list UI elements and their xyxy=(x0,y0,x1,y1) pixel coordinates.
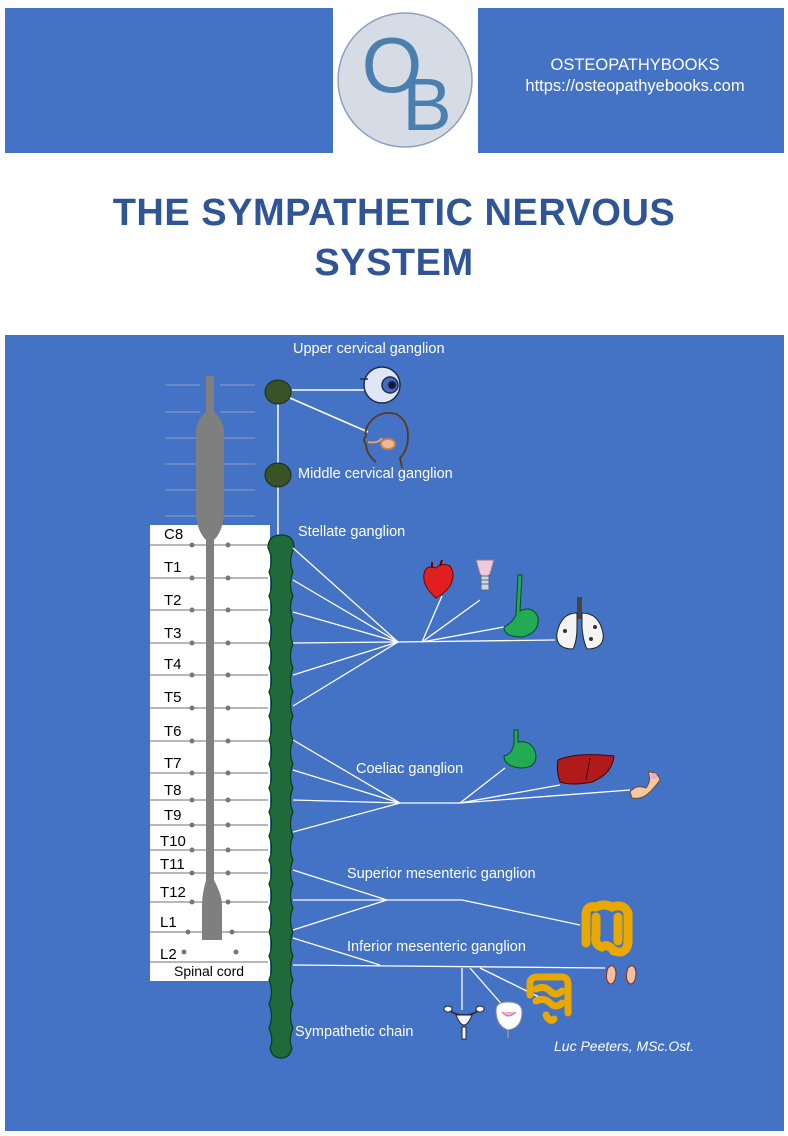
ganglion-connectors xyxy=(277,389,369,537)
head-icon xyxy=(363,411,409,469)
segment-label: L2 xyxy=(160,946,177,963)
segment-label: T7 xyxy=(164,755,182,772)
kidneys-icon xyxy=(605,965,637,985)
spinal-cord-shape xyxy=(196,376,224,940)
segment-label: L1 xyxy=(160,914,177,931)
bladder-icon xyxy=(495,1001,523,1038)
middle-cervical-ganglion xyxy=(264,462,292,488)
esophagus-stomach-icon xyxy=(503,574,539,638)
segment-label: T9 xyxy=(164,807,182,824)
title-line-1: THE SYMPATHETIC NERVOUS xyxy=(112,192,676,234)
segment-label: T5 xyxy=(164,689,182,706)
segment-label: T3 xyxy=(164,625,182,642)
pancreas-icon xyxy=(629,771,661,799)
diagram-panel xyxy=(5,335,784,1131)
segment-label: C8 xyxy=(164,526,184,543)
label-superior-mesenteric: Superior mesenteric ganglion xyxy=(347,866,536,882)
segment-label: T6 xyxy=(164,723,182,740)
title-line-2: SYSTEM xyxy=(314,242,474,284)
label-upper-cervical: Upper cervical ganglion xyxy=(293,341,445,357)
brand-block: OSTEOPATHYBOOKS https://osteopathyebooks… xyxy=(505,55,765,97)
lungs-icon xyxy=(556,597,604,650)
logo-ob-icon: O B xyxy=(337,12,473,148)
eye-icon xyxy=(360,366,401,404)
label-spinal-cord: Spinal cord xyxy=(174,963,245,979)
upper-cervical-ganglion xyxy=(264,379,292,405)
label-inferior-mesenteric: Inferior mesenteric ganglion xyxy=(347,939,526,955)
segment-label: T8 xyxy=(164,782,182,799)
root-dots xyxy=(181,542,239,955)
logo-o-letter: O xyxy=(362,21,421,109)
segment-label: T12 xyxy=(160,884,186,901)
segment-label: T2 xyxy=(164,592,182,609)
colon-icon xyxy=(581,900,633,957)
nerve-fibers xyxy=(292,547,631,1010)
segment-label: T1 xyxy=(164,559,182,576)
intestine-icon xyxy=(526,973,572,1024)
cervical-nerve-lines xyxy=(165,384,255,517)
segment-label: T10 xyxy=(160,833,186,850)
label-coeliac: Coeliac ganglion xyxy=(356,761,464,777)
stomach-icon xyxy=(503,729,537,769)
page-title: THE SYMPATHETIC NERVOUS SYSTEM xyxy=(0,188,788,288)
brand-url[interactable]: https://osteopathyebooks.com xyxy=(525,77,745,95)
heart-icon xyxy=(423,559,454,599)
author-credit: Luc Peeters, MSc.Ost. xyxy=(554,1038,695,1054)
brand-name: OSTEOPATHYBOOKS xyxy=(550,56,720,74)
logo-b-letter: B xyxy=(402,63,451,146)
logo: O B xyxy=(333,8,478,153)
label-stellate: Stellate ganglion xyxy=(298,524,406,540)
larynx-icon xyxy=(475,559,495,591)
segment-label: T11 xyxy=(160,856,185,873)
uterus-icon xyxy=(443,1005,485,1040)
liver-icon xyxy=(556,754,615,785)
label-middle-cervical: Middle cervical ganglion xyxy=(298,466,453,482)
label-sympathetic-chain: Sympathetic chain xyxy=(295,1024,414,1040)
sympathetic-chain xyxy=(267,534,295,1059)
segment-label: T4 xyxy=(164,656,182,673)
